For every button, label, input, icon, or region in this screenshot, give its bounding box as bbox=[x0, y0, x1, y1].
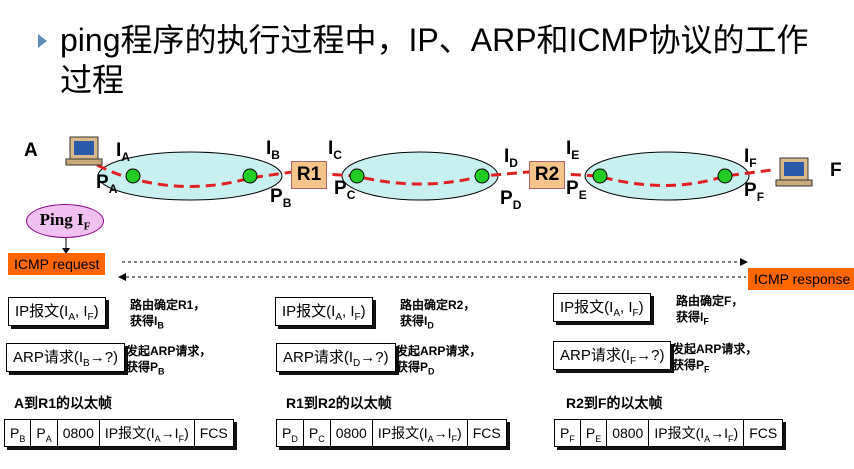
ethernet-frame: PD PC 0800 IP报文(IA→IF) FCS bbox=[276, 419, 507, 447]
host-a-label: A bbox=[24, 140, 38, 162]
interface-if-label: IF bbox=[744, 146, 757, 170]
arp-request-box: ARP请求(IB→?) bbox=[6, 343, 125, 372]
computer-f-icon bbox=[776, 158, 812, 186]
frame-src-mac: PC bbox=[304, 420, 331, 446]
ip-packet-box: IP报文(IA, IF) bbox=[8, 297, 106, 326]
frame-payload: IP报文(IA→IF) bbox=[373, 420, 468, 446]
port-pa-label: PA bbox=[96, 172, 117, 196]
frame-title: R2到F的以太帧 bbox=[566, 393, 662, 413]
icmp-response-label: ICMP response bbox=[748, 268, 854, 290]
route-note: 路由确定F，获得IF bbox=[676, 293, 743, 329]
icmp-request-label: ICMP request bbox=[8, 253, 105, 275]
frame-fcs: FCS bbox=[195, 420, 233, 446]
ethernet-frame: PB PA 0800 IP报文(IA→IF) FCS bbox=[4, 419, 234, 447]
frame-title: A到R1的以太帧 bbox=[14, 393, 112, 413]
port-pc-label: PC bbox=[334, 178, 355, 202]
port-pd-label: PD bbox=[500, 188, 521, 212]
interface-ic-label: IC bbox=[328, 138, 342, 162]
frame-payload: IP报文(IA→IF) bbox=[649, 420, 744, 446]
interface-ib-label: IB bbox=[266, 138, 280, 162]
ethernet-frame: PF PE 0800 IP报文(IA→IF) FCS bbox=[554, 419, 783, 447]
router-r2: R2 bbox=[529, 161, 565, 189]
arp-request-box: ARP请求(ID→?) bbox=[276, 343, 396, 372]
arp-request-box: ARP请求(IF→?) bbox=[553, 341, 671, 370]
ip-packet-box: IP报文(IA, IF) bbox=[553, 293, 651, 322]
port-pe-label: PE bbox=[566, 178, 587, 202]
frame-dest-mac: PF bbox=[555, 420, 581, 446]
frame-fcs: FCS bbox=[468, 420, 506, 446]
arp-note: 发起ARP请求，获得PD bbox=[396, 343, 481, 379]
frame-src-mac: PA bbox=[31, 420, 57, 446]
frame-type: 0800 bbox=[607, 420, 649, 446]
node-pf bbox=[718, 169, 732, 183]
port-pf-label: PF bbox=[744, 180, 764, 204]
host-f-label: F bbox=[830, 160, 842, 182]
arp-note: 发起ARP请求，获得PF bbox=[672, 341, 757, 377]
port-pb-label: PB bbox=[270, 186, 291, 210]
route-note: 路由确定R2，获得ID bbox=[400, 297, 475, 333]
interface-ia-label: IA bbox=[116, 140, 130, 164]
ping-bubble: Ping IF bbox=[26, 204, 104, 238]
computer-a-icon bbox=[66, 137, 102, 165]
frame-type: 0800 bbox=[58, 420, 100, 446]
node-pd bbox=[475, 169, 489, 183]
route-note: 路由确定R1，获得IB bbox=[130, 297, 205, 333]
node-pa bbox=[126, 169, 140, 183]
frame-fcs: FCS bbox=[744, 420, 782, 446]
node-pe bbox=[593, 169, 607, 183]
node-pb bbox=[243, 169, 257, 183]
frame-title: R1到R2的以太帧 bbox=[286, 393, 392, 413]
frame-src-mac: PE bbox=[581, 420, 607, 446]
arp-note: 发起ARP请求，获得PB bbox=[126, 343, 211, 379]
frame-dest-mac: PD bbox=[277, 420, 304, 446]
frame-dest-mac: PB bbox=[5, 420, 31, 446]
interface-id-label: ID bbox=[504, 146, 518, 170]
router-r1: R1 bbox=[291, 161, 327, 189]
frame-type: 0800 bbox=[331, 420, 373, 446]
ip-packet-box: IP报文(IA, IF) bbox=[275, 297, 373, 326]
frame-payload: IP报文(IA→IF) bbox=[100, 420, 195, 446]
interface-ie-label: IE bbox=[566, 138, 579, 162]
